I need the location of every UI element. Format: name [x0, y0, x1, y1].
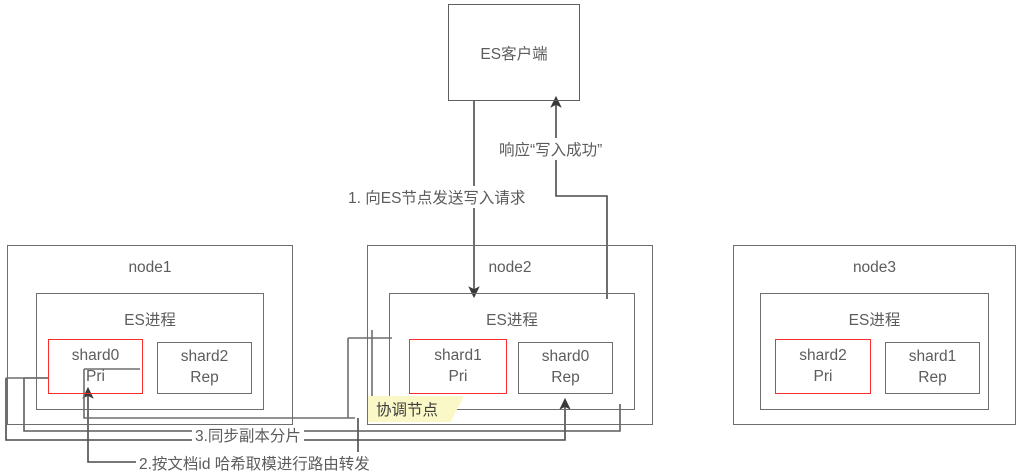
- node1-process-label: ES进程: [124, 312, 176, 329]
- node2-shard-0-role: Pri: [448, 367, 468, 385]
- node2-title: node2: [488, 259, 532, 276]
- node-box-node2: [367, 245, 653, 425]
- node1-shard-1: shard2 Rep: [157, 342, 252, 394]
- node1-shard-1-id: shard2: [180, 348, 229, 366]
- node2-process-box: [389, 293, 635, 410]
- node3-shard-1-role: Rep: [918, 369, 947, 386]
- node3-process-label: ES进程: [848, 312, 901, 329]
- node2-shard-0: shard1 Pri: [409, 339, 507, 394]
- node3-shard-0-id: shard2: [799, 346, 847, 364]
- flow-3-label: 3.同步副本分片: [192, 424, 304, 446]
- coordinating-node-badge: 协调节点: [368, 396, 465, 422]
- node-box-node1: [7, 245, 293, 425]
- node3-title: node3: [852, 259, 897, 276]
- node1-title: node1: [128, 259, 172, 276]
- node2-shard-1-id: shard0: [541, 348, 590, 366]
- node1-shard-0-id: shard0: [71, 346, 120, 364]
- flow-2-line: [82, 386, 359, 463]
- node1-shard-0-role: Pri: [86, 367, 105, 385]
- node3-shard-0-role: Pri: [813, 367, 833, 385]
- node2-process-label: ES进程: [486, 312, 538, 329]
- es-client-box: ES客户端: [448, 4, 580, 101]
- node3-process-box: [760, 293, 989, 410]
- node2-shard-1-role: Rep: [551, 369, 580, 386]
- node1-left-connector-3: [83, 369, 355, 419]
- node1-shard-0: shard0 Pri: [48, 339, 143, 394]
- node3-shard-1: shard1 Rep: [885, 342, 980, 394]
- node2-shard-1: shard0 Rep: [518, 342, 613, 394]
- node1-left-connector-1: [23, 378, 621, 432]
- es-client-label: ES客户端: [480, 45, 548, 63]
- node1-process-box: [36, 293, 264, 410]
- flow-2-label: 2.按文档id 哈希取模进行路由转发: [136, 452, 373, 474]
- node2-shard-0-id: shard1: [434, 346, 482, 364]
- flow-1-label: 1. 向ES节点发送写入请求: [345, 186, 529, 208]
- node3-shard-1-id: shard1: [908, 348, 957, 366]
- node-box-node3: [733, 245, 1016, 425]
- node1-shard-1-role: Rep: [190, 369, 219, 386]
- node3-shard-0: shard2 Pri: [775, 339, 871, 394]
- flow-response-label: 响应“写入成功”: [496, 138, 606, 160]
